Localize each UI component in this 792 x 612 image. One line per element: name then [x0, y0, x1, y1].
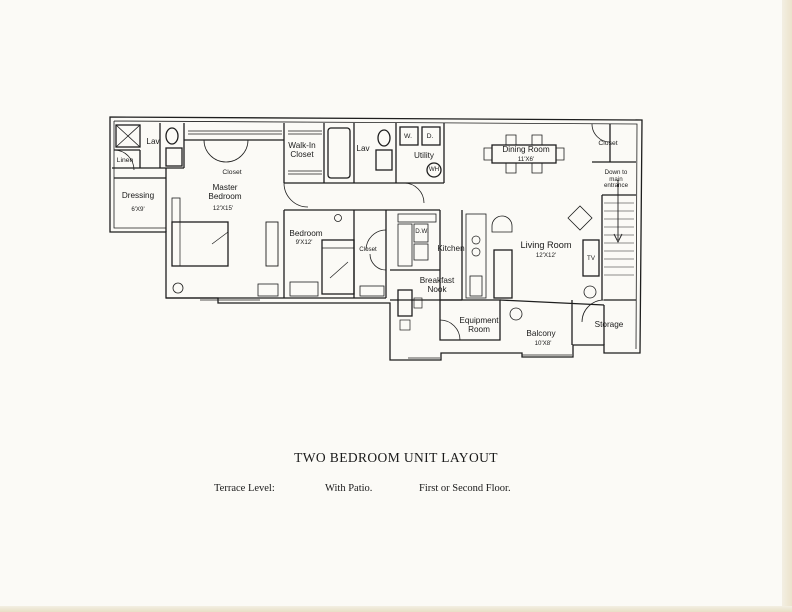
windows	[200, 299, 572, 359]
toilet-2	[377, 129, 391, 147]
room-dim-living: 12'X12'	[535, 252, 557, 259]
water-heater	[426, 162, 442, 178]
room-dim-master: 12'X15'	[212, 205, 234, 212]
room-label-breakfast-nook: Breakfast Nook	[419, 276, 455, 294]
caption-floor: First or Second Floor.	[419, 483, 511, 494]
wall	[114, 168, 167, 232]
wall	[184, 123, 285, 183]
shower	[115, 124, 141, 148]
wall	[439, 299, 501, 341]
room-label-bedroom: Bedroom	[289, 229, 323, 238]
room-label-living-room: Living Room	[520, 240, 572, 250]
room-label-master-bedroom: Master Bedroom	[208, 183, 242, 201]
wall	[592, 124, 636, 163]
paper-edge-right	[782, 0, 792, 612]
wall	[283, 209, 387, 298]
washer	[399, 126, 419, 146]
room-label-lav: Lav	[146, 137, 160, 146]
room-label-equipment-room: Equipment Room	[459, 316, 499, 334]
master-bed	[171, 221, 229, 267]
appliance-label-tv: TV	[587, 255, 595, 262]
stair-treads	[604, 202, 634, 276]
room-label-closet-ne: Closet	[598, 140, 618, 147]
appliance-label-dryer: D.	[426, 133, 434, 140]
plan-title: TWO BEDROOM UNIT LAYOUT	[294, 450, 498, 465]
bedroom-bed	[321, 239, 355, 295]
room-label-utility: Utility	[413, 151, 435, 160]
room-label-closet: Closet	[222, 169, 242, 176]
room-label-linen: Linen	[116, 157, 134, 164]
wall	[323, 123, 445, 183]
room-dim-dining: 11'X6'	[517, 156, 535, 163]
room-dim-balcony: 10'X8'	[534, 340, 552, 347]
caption-terrace-level: Terrace Level:	[214, 483, 275, 494]
dryer	[421, 126, 441, 146]
appliance-label-washer: W.	[404, 133, 412, 140]
closet-shelf	[188, 130, 282, 135]
exterior-wall-inner	[113, 120, 638, 350]
room-label-kitchen: Kitchen	[437, 244, 465, 253]
tv	[582, 239, 600, 277]
breakfast-table	[397, 289, 413, 317]
stair	[601, 194, 636, 300]
room-label-lav-2: Lav	[356, 144, 370, 153]
caption-with-patio: With Patio.	[325, 483, 373, 494]
walkin-shelf	[288, 130, 322, 175]
sink	[165, 147, 183, 167]
sofa	[493, 249, 513, 299]
room-label-dining-room: Dining Room	[502, 145, 550, 154]
appliance-label-water-heater: WH	[428, 166, 440, 173]
stair-arrow	[613, 180, 623, 244]
sink-2	[375, 149, 393, 171]
room-label-bedroom-closet: Closet	[359, 246, 377, 253]
room-label-balcony: Balcony	[526, 329, 556, 338]
room-label-storage: Storage	[594, 320, 624, 329]
bathtub	[327, 127, 351, 179]
paper-edge-bottom	[0, 606, 792, 612]
room-dim-bedroom: 9'X12'	[295, 239, 313, 246]
room-dim-dressing: 6'X9'	[131, 206, 145, 213]
appliance-label-dishwasher: D.W.	[415, 228, 429, 235]
wall	[112, 123, 185, 169]
room-label-down-to-main: Down to main entrance	[603, 169, 629, 189]
toilet	[165, 127, 179, 145]
room-label-dressing: Dressing	[121, 191, 155, 200]
room-label-walkin-closet: Walk-In Closet	[288, 141, 316, 159]
door-swings	[113, 123, 611, 341]
wall	[386, 209, 462, 301]
wall	[499, 299, 605, 345]
